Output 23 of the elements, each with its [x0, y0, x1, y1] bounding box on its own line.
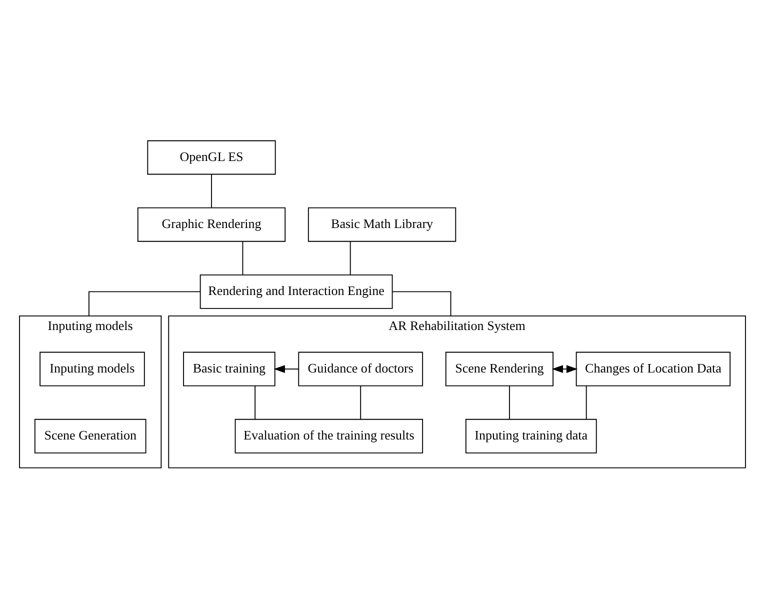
arrow: [274, 364, 299, 372]
connector: [360, 385, 362, 419]
connector: [350, 240, 351, 274]
node-box: Graphic Rendering: [137, 206, 286, 242]
node-box: Basic training: [183, 351, 276, 386]
node-box: Rendering and Interaction Engine: [200, 274, 393, 308]
node-box: Evaluation of the training results: [234, 418, 424, 453]
node-box: Changes of Location Data: [576, 351, 731, 386]
node-box: Basic Math Library: [308, 206, 456, 242]
connector: [88, 290, 201, 316]
node-box: Inputing models: [40, 351, 145, 386]
connector: [254, 385, 256, 419]
connector: [211, 173, 212, 208]
arrow: [552, 364, 578, 372]
connector: [509, 385, 510, 419]
node-box: Guidance of doctors: [298, 351, 424, 386]
node-box: OpenGL ES: [147, 140, 276, 174]
node-box: Scene Generation: [34, 418, 146, 453]
node-box: Inputing training data: [465, 418, 597, 453]
connector: [392, 290, 452, 316]
connector: [586, 385, 587, 419]
node-box: Scene Rendering: [445, 351, 554, 386]
connector: [242, 240, 244, 274]
